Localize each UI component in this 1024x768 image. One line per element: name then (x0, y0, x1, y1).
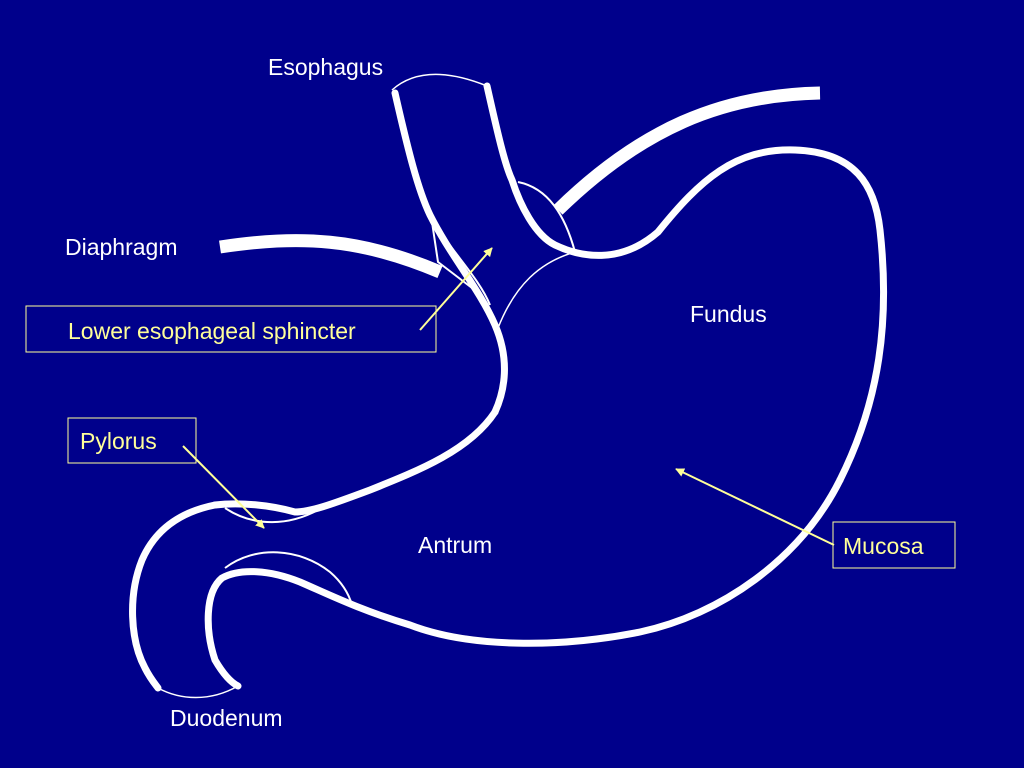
label-mucosa: Mucosa (843, 533, 924, 559)
pylorus-callout-box (67, 417, 197, 464)
esophagus-opening (391, 73, 488, 91)
gastric-fold-center (497, 251, 576, 329)
diaphragm-right-band (553, 86, 821, 215)
mucosa-arrow (675, 468, 835, 546)
esophagus-right-wall (483, 82, 888, 484)
diaphragm-left-band (219, 234, 443, 278)
label-lower-esophageal-sphincter: Lower esophageal sphincter (68, 318, 356, 344)
label-antrum: Antrum (418, 532, 493, 558)
label-diaphragm: Diaphragm (65, 234, 178, 260)
esophagus-left-wall (391, 89, 508, 416)
sphincter-fold-inner (437, 227, 491, 306)
duodenum-outer-wall (129, 501, 219, 692)
label-fundus: Fundus (690, 301, 767, 327)
pyloric-fold-lower (224, 551, 353, 606)
les-callout-box (25, 305, 437, 353)
pylorus-arrow (182, 445, 265, 529)
gastric-fold-right (517, 181, 576, 253)
lesser-curvature (211, 408, 499, 516)
label-duodenum: Duodenum (170, 705, 283, 731)
duodenum-opening (157, 685, 239, 699)
label-esophagus: Esophagus (268, 54, 384, 80)
greater-curvature (204, 476, 844, 690)
sphincter-fold-left (431, 221, 473, 289)
label-pylorus: Pylorus (80, 428, 157, 454)
pyloric-fold-upper (224, 507, 319, 524)
les-arrow (419, 247, 493, 331)
